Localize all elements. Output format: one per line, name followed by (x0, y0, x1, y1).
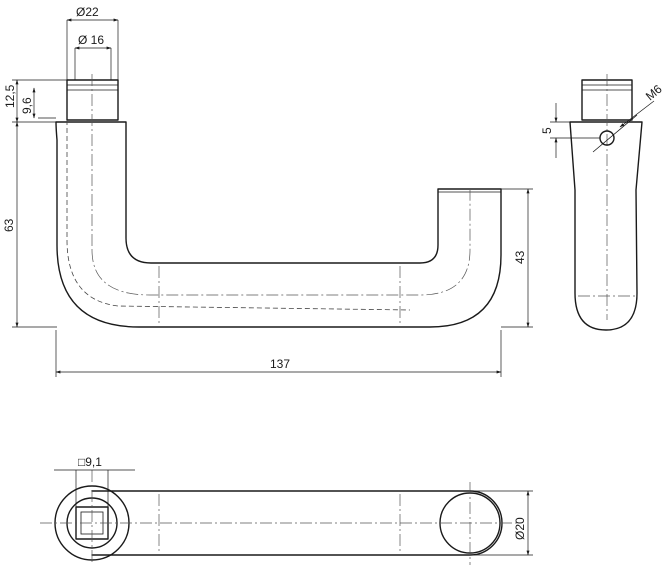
dim-grip-diameter-label: Ø20 (513, 517, 527, 540)
dim-grip-diameter: Ø20 (470, 490, 533, 556)
dim-collar-heights: 12,5 9,6 (3, 79, 67, 123)
dim-inner-diameter: Ø 16 (74, 33, 112, 80)
dim-outer-diameter: Ø22 (66, 5, 119, 80)
front-view: Ø22 Ø 16 12,5 9,6 63 (2, 5, 533, 377)
side-handle-outline (569, 121, 643, 331)
dim-screw-offset-label: 5 (540, 127, 554, 134)
inner-hidden-edge (66, 120, 411, 311)
dim-total-height: 63 (2, 121, 57, 328)
dim-total-length-label: 137 (270, 357, 290, 371)
dim-square-hole: □9,1 (54, 455, 135, 507)
front-centerlines (91, 74, 471, 326)
dim-collar-inner-height-label: 9,6 (20, 97, 34, 114)
dim-collar-height-label: 12,5 (3, 84, 17, 108)
dim-screw-offset: 5 (540, 103, 600, 158)
dim-grip-height-label: 43 (513, 250, 527, 264)
dim-inner-diameter-label: Ø 16 (78, 33, 104, 47)
top-centerlines (40, 470, 520, 565)
handle-outline (55, 121, 502, 328)
rose-collar (66, 79, 119, 121)
dim-square-hole-label: □9,1 (78, 455, 102, 469)
dim-outer-diameter-label: Ø22 (76, 5, 99, 19)
dim-thread-label: M6 (643, 82, 665, 104)
side-view: M6 5 (540, 74, 665, 331)
dim-grip-height: 43 (501, 188, 533, 328)
dim-total-height-label: 63 (2, 218, 16, 232)
top-view: □9,1 Ø20 (40, 455, 533, 565)
dim-total-length: 137 (55, 330, 502, 377)
